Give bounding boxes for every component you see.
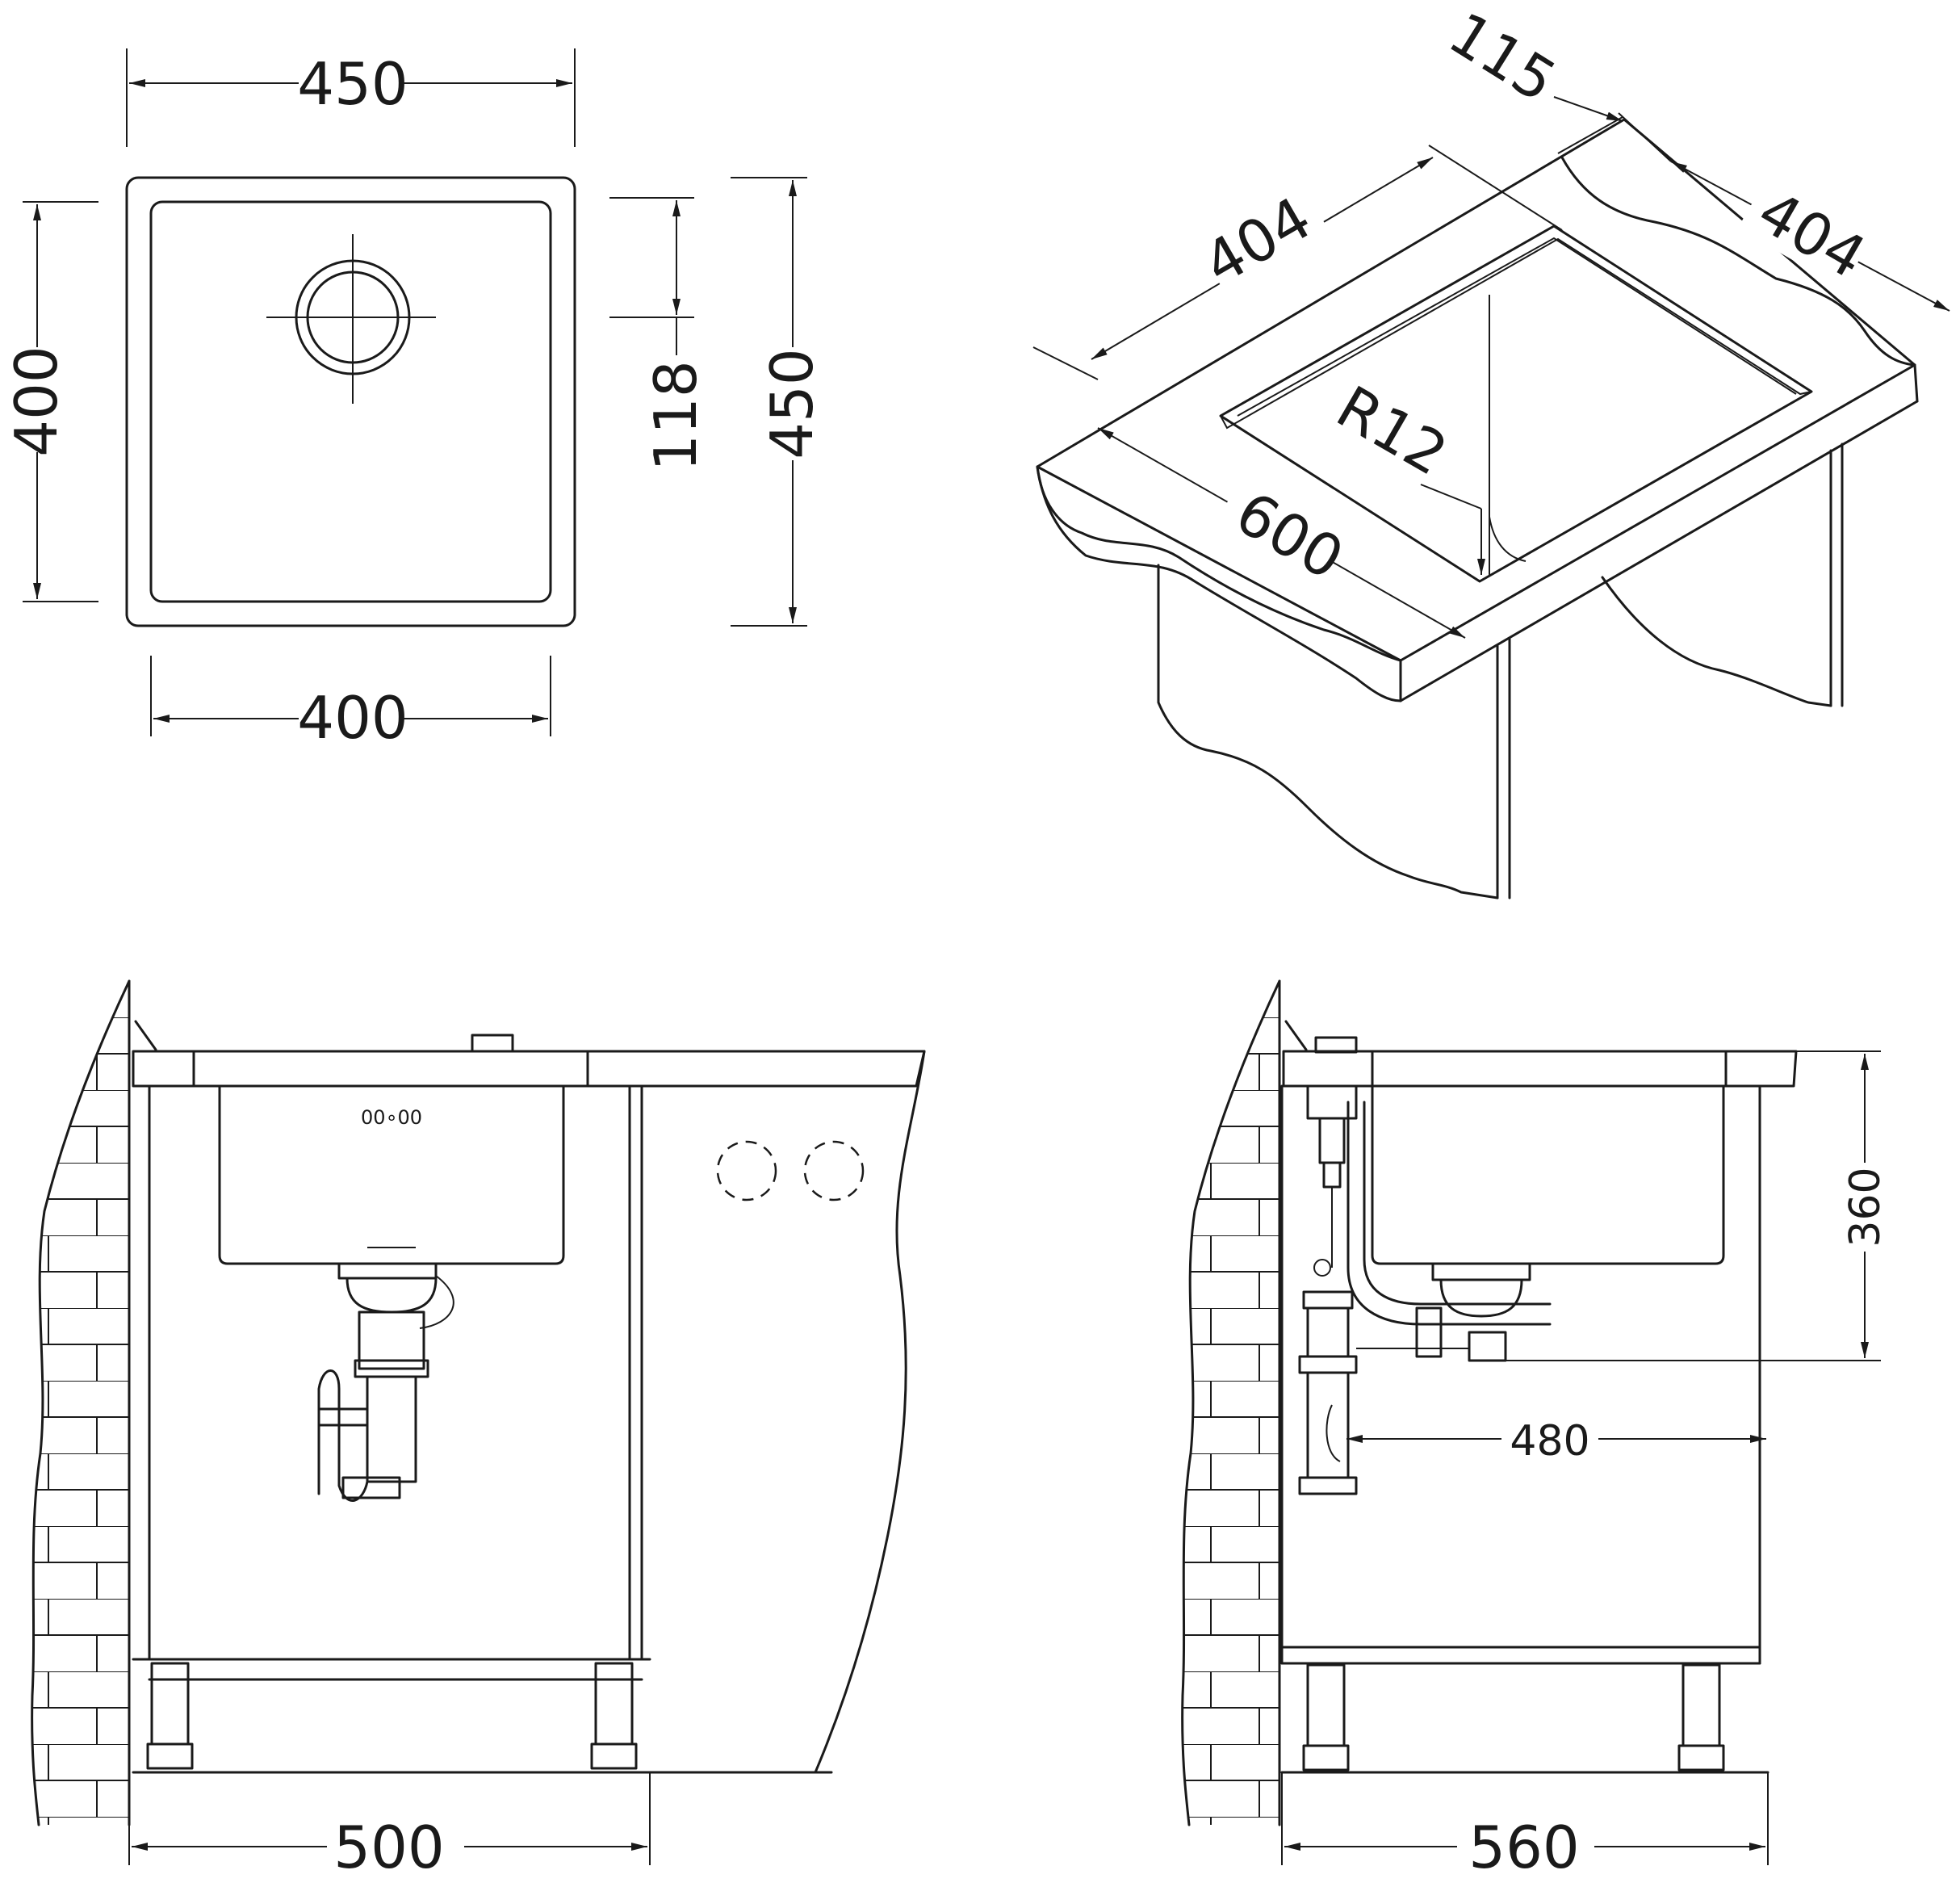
dim-drain-distance: 480 <box>1510 1417 1589 1466</box>
dim-width-inner: 400 <box>297 684 408 752</box>
dim-height-outer-right: 450 <box>758 348 826 459</box>
top-view: 450 400 118 450 400 <box>2 48 826 752</box>
dim-drain-offset: 118 <box>642 360 710 471</box>
dim-installed-depth: 360 <box>1841 1167 1890 1247</box>
sink-inner-bowl <box>149 200 552 603</box>
dim-height-outer-left: 400 <box>2 346 70 456</box>
dim-width-outer: 450 <box>297 50 408 118</box>
drain-hole <box>266 234 436 404</box>
overflow-mark: 00∘00 <box>361 1106 422 1129</box>
sink-bowl-side <box>1371 1084 1725 1265</box>
isometric-view: 115 404 404 R12 600 <box>1032 0 1950 899</box>
side-view: 360 480 560 <box>1181 979 1891 1881</box>
dim-cabinet-depth: 560 <box>1468 1814 1579 1881</box>
front-view: 00∘00 500 <box>31 979 926 1881</box>
sink-outer-rim <box>125 176 576 627</box>
dim-cabinet-width: 500 <box>333 1814 444 1881</box>
